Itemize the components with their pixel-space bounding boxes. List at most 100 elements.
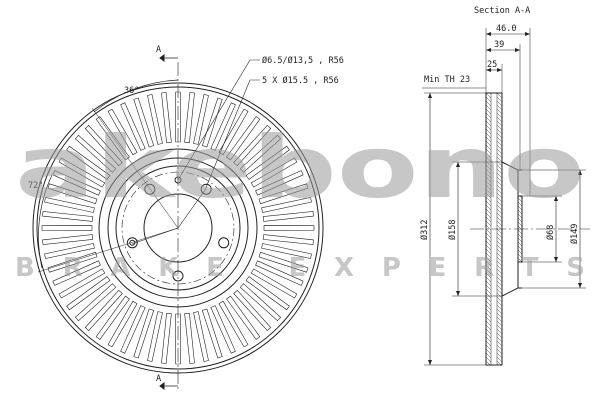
hatch-line	[485, 200, 492, 207]
hatch-line	[496, 324, 503, 331]
hatch-line	[485, 252, 492, 259]
hatch-line	[517, 237, 523, 243]
hatch-line	[485, 240, 492, 247]
hatch-line	[517, 221, 523, 227]
hatch-line	[485, 312, 492, 319]
hatch-line	[496, 312, 503, 319]
bolt-hole	[200, 183, 212, 195]
hatch-line	[485, 124, 492, 131]
vent-fin	[261, 197, 312, 213]
hatch-line	[485, 296, 492, 303]
vent-fin	[193, 94, 209, 145]
angle-arc-72	[38, 174, 53, 269]
hatch-line	[496, 164, 503, 171]
section-arrow-bottom	[159, 382, 165, 390]
hatch-line	[485, 324, 492, 331]
hatch-line	[496, 152, 503, 159]
hatch-line	[485, 292, 492, 299]
hatch-line	[485, 108, 492, 115]
hatch-line	[517, 233, 523, 239]
hatch-line	[485, 228, 492, 235]
vent-fin	[250, 157, 298, 188]
disc-section-view	[422, 28, 590, 366]
vent-fin	[41, 225, 93, 231]
vent-fin	[133, 308, 155, 359]
hatch-line	[489, 92, 492, 95]
hatch-line	[496, 204, 503, 211]
hatch-line	[485, 328, 492, 335]
vent-fin	[262, 211, 314, 222]
vent-fin	[84, 289, 123, 332]
brand-watermark: akebono BRAKE EXPERTS	[15, 118, 585, 283]
hatch-line	[485, 336, 492, 343]
hatch-line	[496, 252, 503, 259]
vent-fin	[95, 295, 130, 340]
hatch-line	[517, 197, 523, 203]
hatch-line	[485, 172, 492, 179]
hatch-line	[517, 217, 523, 223]
bolt-hole	[126, 237, 138, 249]
hatch-line	[496, 184, 503, 191]
vent-fin	[261, 243, 312, 259]
hatch-line	[496, 108, 503, 115]
hatch-line	[496, 168, 503, 175]
section-mark-top: A	[156, 45, 161, 55]
dimension-arrowheads	[428, 32, 582, 365]
hatch-line	[485, 100, 492, 107]
hatch-line	[496, 216, 503, 223]
dim-label-25: 25	[487, 60, 497, 70]
hatch-line	[517, 201, 523, 207]
hatch-line	[485, 300, 492, 307]
hatch-line	[485, 288, 492, 295]
hatch-line	[517, 245, 523, 251]
hatch-line	[485, 148, 492, 155]
hatch-line	[496, 196, 503, 203]
dim-label-46: 46.0	[496, 24, 516, 34]
vent-fin	[42, 234, 94, 245]
vent-fin	[226, 116, 261, 161]
vent-fin	[245, 276, 290, 311]
hatch-line	[496, 316, 503, 323]
hatch-line	[485, 356, 492, 363]
vent-fin	[147, 311, 163, 362]
hatch-line	[517, 209, 523, 215]
hatch-line	[485, 192, 492, 199]
dia-label-312: Ø312	[419, 220, 430, 240]
callout-bolt-holes: 5 X Ø15.5 , R56	[262, 75, 339, 86]
section-title: Section A-A	[474, 6, 530, 16]
hatch-line	[485, 144, 492, 151]
vent-fin	[218, 108, 249, 156]
hatch-line	[485, 92, 492, 99]
vent-fin	[147, 94, 163, 145]
hatch-line	[485, 232, 492, 239]
hat-profile-lower	[501, 262, 519, 297]
hatch-line	[517, 249, 523, 255]
hatch-line	[485, 112, 492, 119]
hatch-line	[496, 120, 503, 127]
hatch-line	[496, 144, 503, 151]
hatch-line	[485, 256, 492, 263]
hatch-line	[517, 213, 523, 219]
hatch-line	[485, 316, 492, 323]
hatch-line	[496, 232, 503, 239]
hatch-line	[485, 268, 492, 275]
hatch-line	[496, 308, 503, 315]
hatch-line	[517, 241, 523, 247]
vent-fin	[184, 92, 195, 144]
vent-fin	[201, 308, 223, 359]
dia-label-149: Ø149	[569, 224, 580, 244]
vent-fin	[233, 124, 272, 167]
hatch-line	[485, 340, 492, 347]
hatch-line	[485, 332, 492, 339]
vent-fin	[58, 157, 106, 188]
hatch-line	[485, 132, 492, 139]
hatch-line	[517, 225, 523, 231]
hatch-line	[496, 100, 503, 107]
hatch-line	[485, 136, 492, 143]
min-thickness-label: Min TH 23	[424, 75, 470, 85]
angle-arc-36	[93, 79, 179, 113]
vent-fin	[120, 102, 146, 151]
hatch-line	[485, 348, 492, 355]
hatch-line	[496, 116, 503, 123]
